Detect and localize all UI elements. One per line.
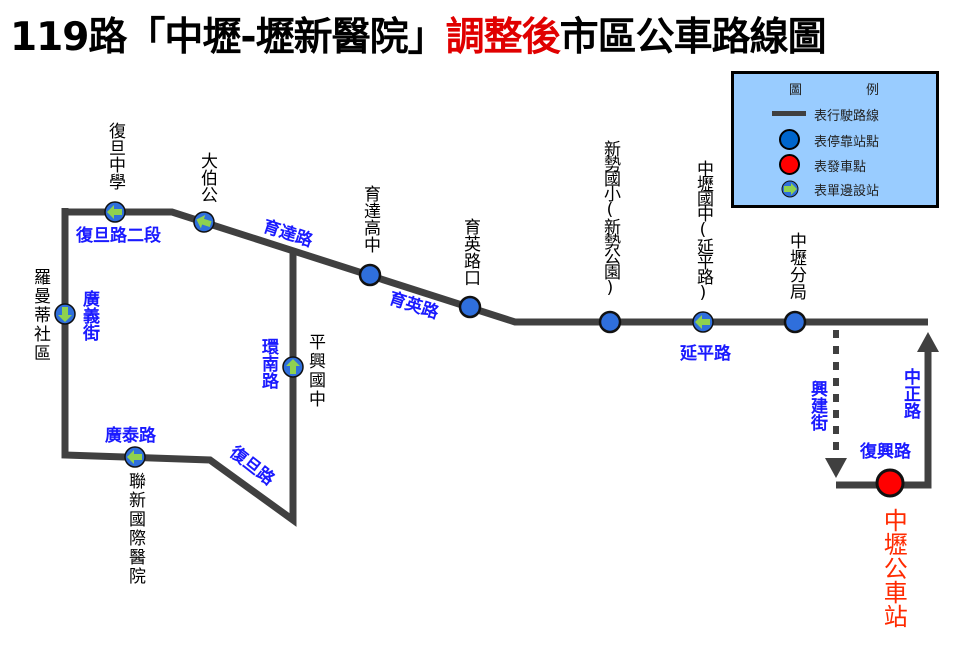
legend-heading-right: 例 <box>866 83 880 98</box>
stop-label-yuda-hs: 育達高中 <box>360 185 380 253</box>
road-label-fudan-rd2: 復旦路二段 <box>76 226 161 246</box>
terminal-label: 中壢公車站 <box>879 508 908 628</box>
legend-item-label: 表發車點 <box>814 160 867 175</box>
side-stop-luomandi <box>54 303 76 325</box>
stop-label-luomandi: 羅曼蒂社區 <box>30 268 50 363</box>
route-line-icon <box>772 111 806 116</box>
side-stop-dabogong <box>193 211 215 233</box>
road-label-guangtai-rd: 廣泰路 <box>105 426 156 446</box>
page-title: 119路「中壢-壢新醫院」調整後市區公車路線圖 <box>10 6 827 62</box>
stop-label-landseed: 聯新國際醫院 <box>125 472 145 586</box>
title-part-3: 市區公車路線圖 <box>559 15 827 60</box>
side-stop-landseed <box>124 446 146 468</box>
terminal-marker <box>875 468 905 498</box>
stop-label-zhongli-jhs: 中壢國中(延平路) <box>693 160 713 301</box>
legend-item-label: 表停靠站點 <box>814 135 880 150</box>
legend-item-label: 表單邊設站 <box>814 184 880 199</box>
legend-item-label: 表行駛路線 <box>814 109 880 124</box>
one-side-stop-arrow-icon <box>781 180 799 198</box>
road-label-yanping-rd: 延平路 <box>680 344 731 364</box>
side-stop-fudan-hs <box>104 201 126 223</box>
stop-marker-zhongli-police <box>783 310 807 334</box>
stop-label-yuying-rd: 育英路口 <box>460 218 480 286</box>
legend-heading-left: 圖 <box>789 83 803 98</box>
side-stop-pingxing-jhs <box>282 356 304 378</box>
map-legend: 圖 例 表行駛路線 表停靠站點 表發車點 表單邊設站 <box>731 71 939 208</box>
stop-circle-blue-icon <box>779 129 800 150</box>
stop-marker-xinshi <box>598 310 622 334</box>
title-part-2: 調整後 <box>445 15 561 60</box>
arrow-up-icon <box>917 332 939 352</box>
road-label-guangyi-st: 廣義街 <box>79 290 99 341</box>
side-stop-zhongli-jhs <box>692 311 714 333</box>
route-line-branch <box>61 208 297 527</box>
road-label-huannan-rd: 環南路 <box>258 338 278 389</box>
route-line-terminal-loop <box>836 350 932 489</box>
stop-marker-yuda-hs <box>358 263 382 287</box>
stop-label-pingxing-jhs: 平興國中 <box>305 333 325 409</box>
stop-label-zhongli-police: 中壢分局 <box>786 232 806 300</box>
road-label-xingjian-st: 興建街 <box>807 380 827 431</box>
departure-circle-red-icon <box>779 154 800 175</box>
one-side-stop-markers <box>54 201 714 468</box>
title-part-1: 119路「中壢-壢新醫院」 <box>10 15 447 60</box>
road-label-fuxing-rd: 復興路 <box>860 442 911 462</box>
stop-label-fudan-hs: 復旦中學 <box>105 122 125 190</box>
stop-label-xinshi: 新勢國小(新勢公園) <box>600 140 620 296</box>
stop-label-dabogong: 大伯公 <box>197 152 217 203</box>
stop-marker-yuying-rd <box>458 295 482 319</box>
road-label-zhongzheng-rd: 中正路 <box>900 368 920 419</box>
arrow-down-icon <box>825 458 847 478</box>
